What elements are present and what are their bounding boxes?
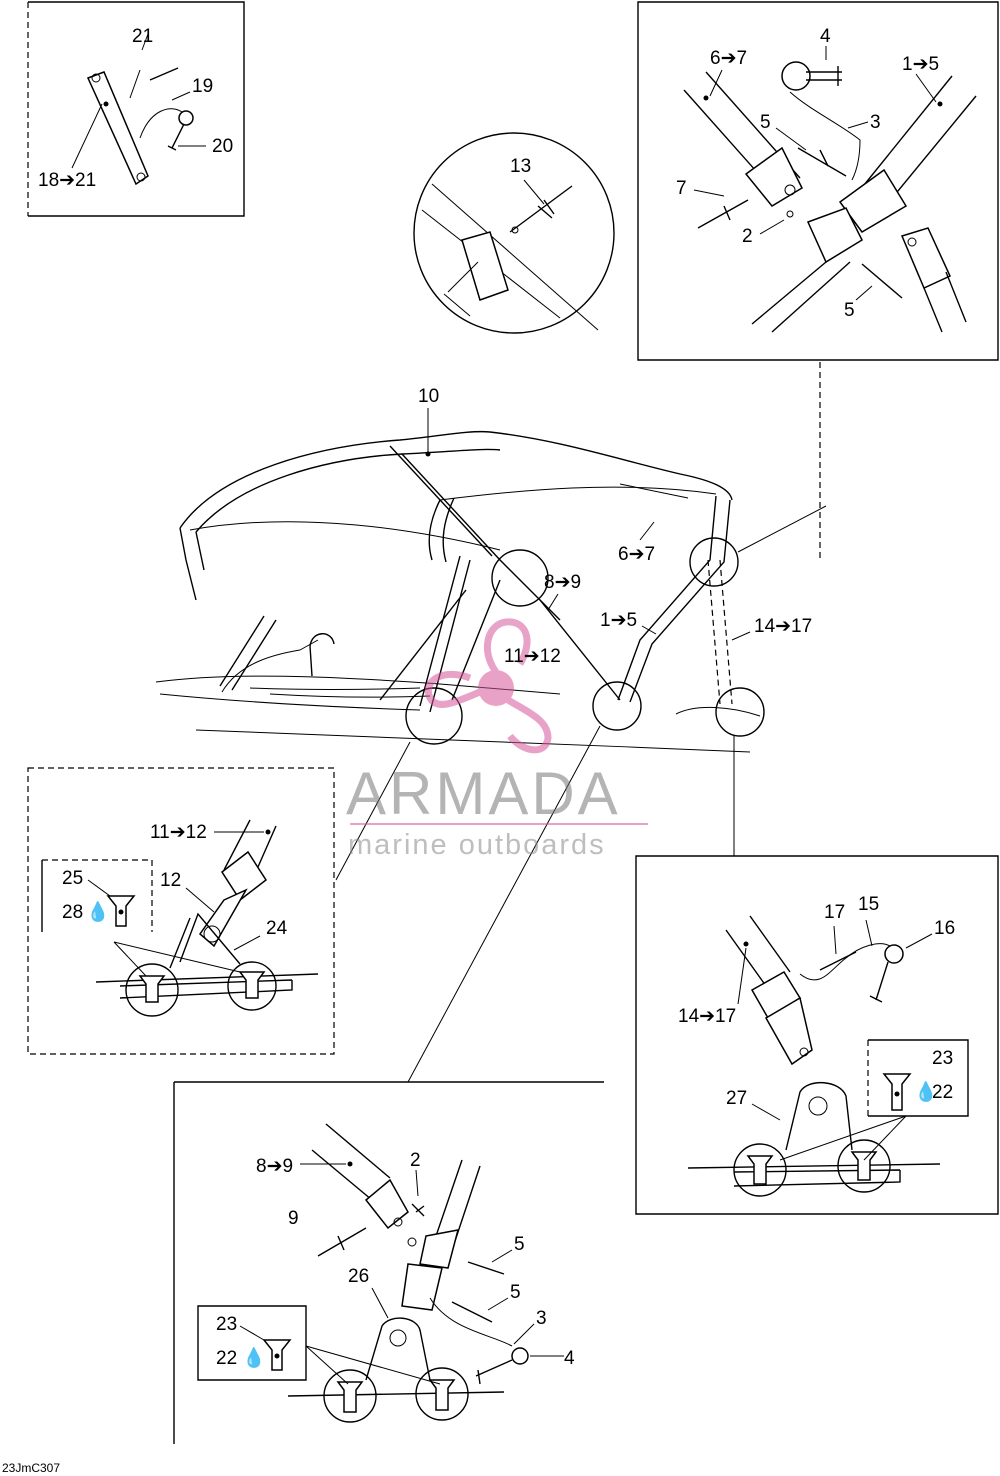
callout: 3: [870, 112, 881, 133]
callout: 22: [216, 1348, 237, 1369]
callout: 11➔12: [504, 646, 561, 667]
callout: 12: [160, 870, 181, 891]
drawing-code: 23JmC307: [2, 1461, 60, 1475]
drop-icon: 💧: [86, 900, 110, 923]
inset-frame-joint: [637, 1, 999, 361]
callout: 18➔21: [38, 170, 96, 191]
callout: 5: [844, 300, 855, 321]
callout: 5: [514, 1234, 525, 1255]
inset-rear-mount: [635, 855, 999, 1215]
callout: 6➔7: [710, 48, 747, 69]
callout: 1➔5: [600, 610, 637, 631]
callout: 25: [62, 868, 83, 889]
callout: 27: [726, 1088, 747, 1109]
callout: 6➔7: [618, 544, 655, 565]
callout: 11➔12: [150, 822, 207, 843]
callout: 24: [266, 918, 288, 939]
brand-tagline: marine outboards: [348, 829, 606, 861]
callout: 26: [348, 1266, 369, 1287]
callout: 4: [820, 26, 831, 47]
callout: 19: [192, 76, 213, 97]
inset-handle-strap: [27, 1, 245, 217]
callout: 13: [510, 156, 531, 177]
callout: 4: [564, 1348, 575, 1369]
callout: 2: [410, 1150, 421, 1171]
inset-fastener-13: [413, 132, 615, 334]
callout: 5: [760, 112, 771, 133]
callout: 20: [212, 136, 233, 157]
inset-mid-mount: [173, 1081, 604, 1444]
callout: 3: [536, 1308, 547, 1329]
brand-name: ARMADA: [346, 760, 621, 827]
callout: 8➔9: [256, 1156, 293, 1177]
drop-icon: 💧: [914, 1080, 938, 1103]
callout: 14➔17: [678, 1006, 736, 1027]
callout: 7: [676, 178, 687, 199]
callout: 10: [418, 386, 439, 407]
callout: 22: [932, 1082, 953, 1103]
callout: 14➔17: [754, 616, 812, 637]
callout: 5: [510, 1282, 521, 1303]
callout: 23: [932, 1048, 953, 1069]
callout: 15: [858, 894, 879, 915]
callout: 16: [934, 918, 955, 939]
callout: 9: [288, 1208, 299, 1229]
drop-icon: 💧: [242, 1346, 266, 1369]
callout: 2: [742, 226, 753, 247]
callout: 23: [216, 1314, 237, 1335]
armada-logo: ARMADA marine outboards: [346, 618, 648, 861]
callout: 8➔9: [544, 572, 581, 593]
callout: 1➔5: [902, 54, 939, 75]
inset-front-mount: [27, 767, 335, 1055]
callout-labels: 21 19 20 18➔21 13 4 6➔7 1➔5 5 3 7 2 5 10…: [2, 26, 955, 1475]
callout: 17: [824, 902, 845, 923]
callout: 21: [132, 26, 153, 47]
bimini-top-assembly: [155, 408, 765, 753]
propeller-icon: [424, 618, 552, 754]
callout: 28: [62, 902, 83, 923]
